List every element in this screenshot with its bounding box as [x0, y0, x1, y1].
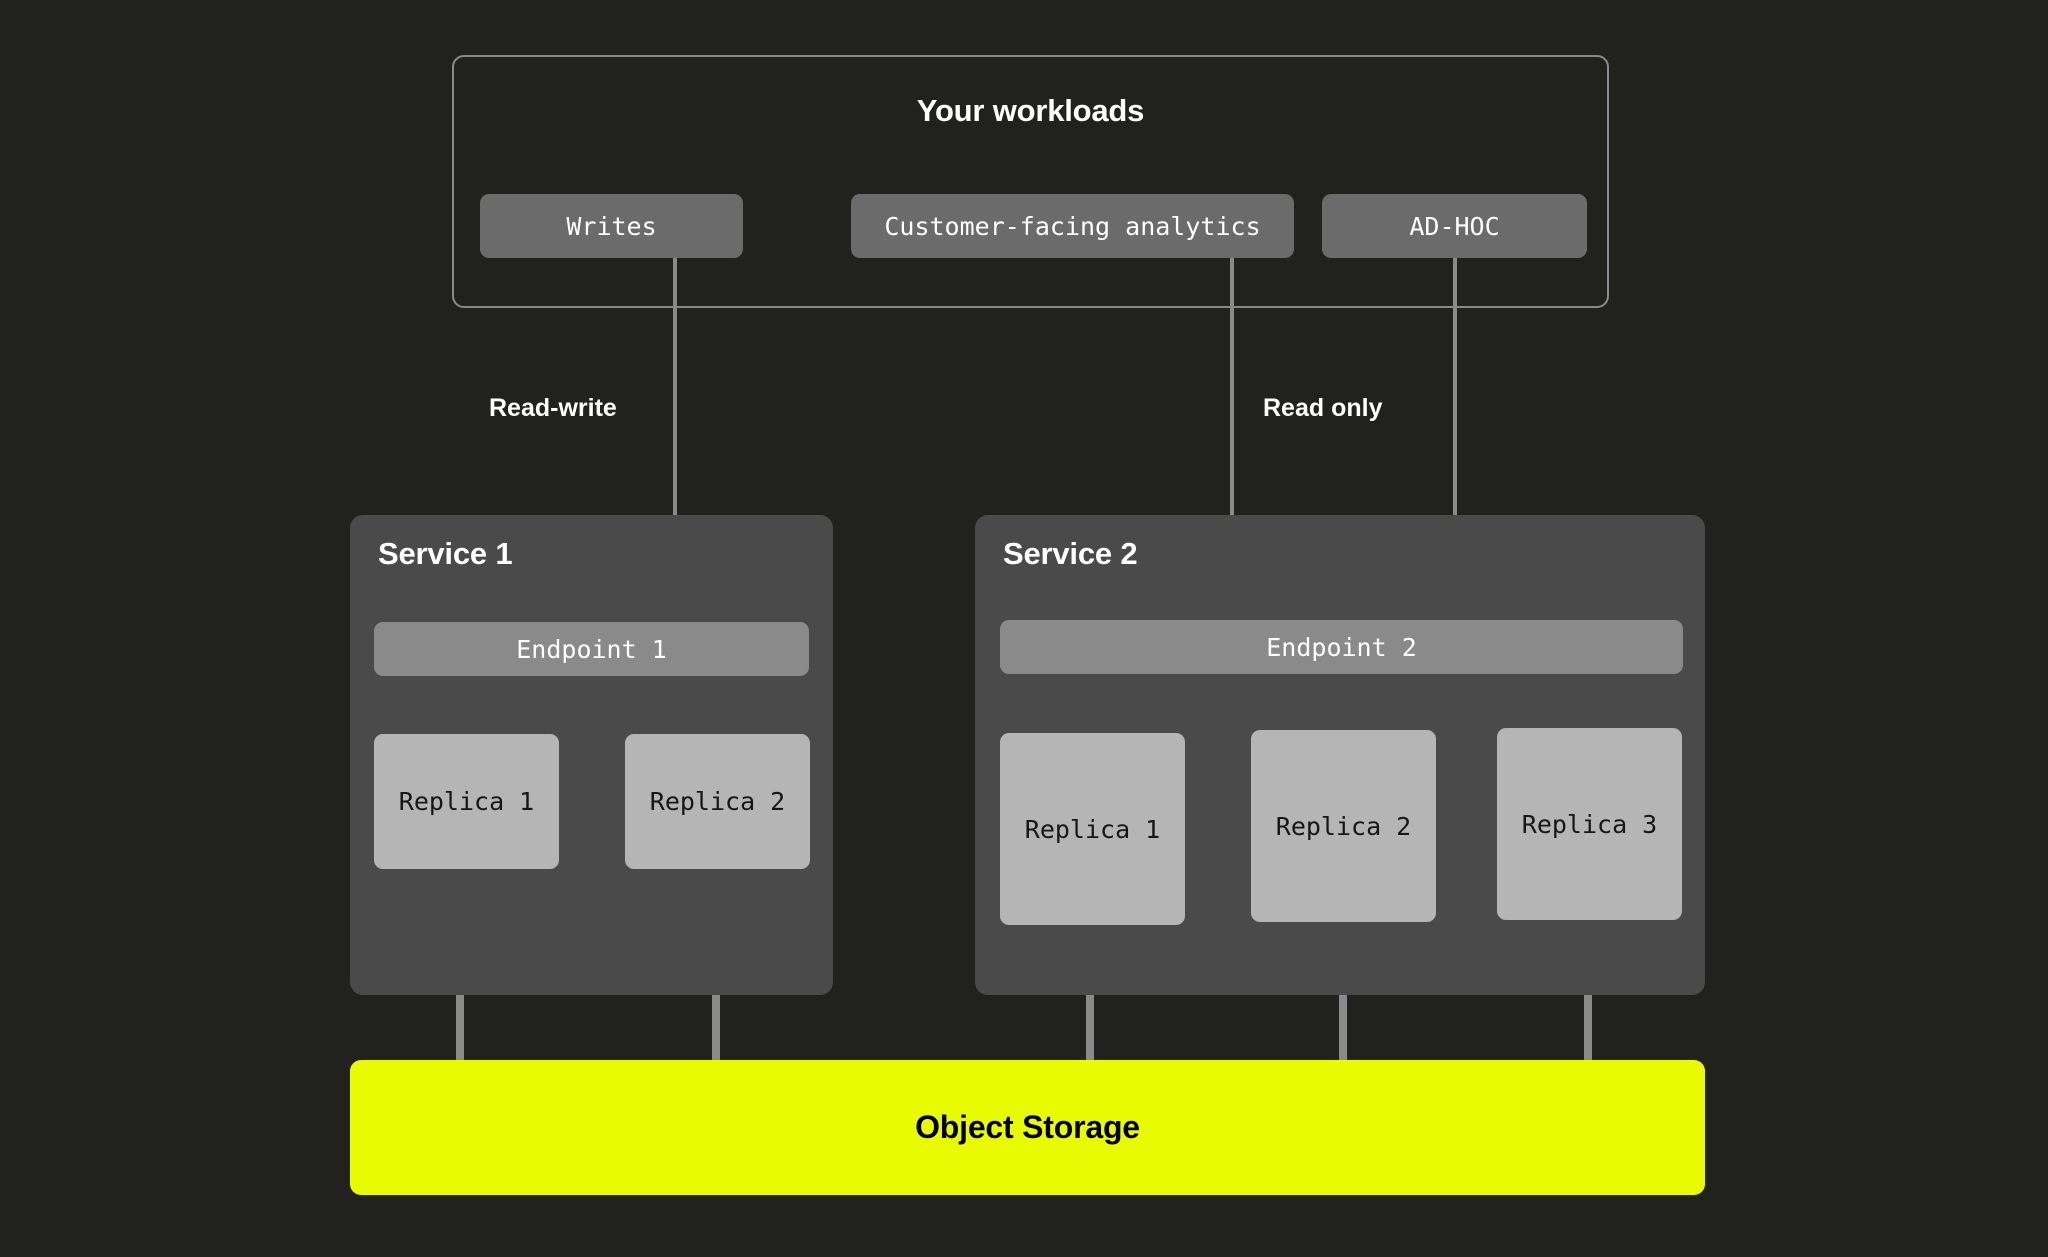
service-panel-1: Service 1 Endpoint 1 Replica 1 Replica 2	[350, 515, 833, 995]
object-storage-bar[interactable]: Object Storage	[350, 1060, 1705, 1195]
workload-box-ad-hoc[interactable]: AD-HOC	[1322, 194, 1587, 258]
workloads-group: Your workloads	[452, 55, 1609, 308]
endpoint-box-1[interactable]: Endpoint 1	[374, 622, 809, 676]
edge-label-read-write: Read-write	[489, 394, 617, 422]
service-1-title: Service 1	[378, 536, 513, 571]
workloads-title: Your workloads	[916, 93, 1145, 128]
service-2-replica-1[interactable]: Replica 1	[1000, 733, 1185, 925]
service-2-title: Service 2	[1003, 536, 1138, 571]
service-2-replica-2[interactable]: Replica 2	[1251, 730, 1436, 922]
service-panel-2: Service 2 Endpoint 2 Replica 1 Replica 2…	[975, 515, 1705, 995]
service-1-replica-2[interactable]: Replica 2	[625, 734, 810, 869]
service-1-replica-1[interactable]: Replica 1	[374, 734, 559, 869]
service-2-replica-3[interactable]: Replica 3	[1497, 728, 1682, 920]
edge-label-read-only: Read only	[1263, 394, 1383, 422]
workload-box-customer-facing-analytics[interactable]: Customer-facing analytics	[851, 194, 1294, 258]
workload-box-writes[interactable]: Writes	[480, 194, 743, 258]
endpoint-box-2[interactable]: Endpoint 2	[1000, 620, 1683, 674]
